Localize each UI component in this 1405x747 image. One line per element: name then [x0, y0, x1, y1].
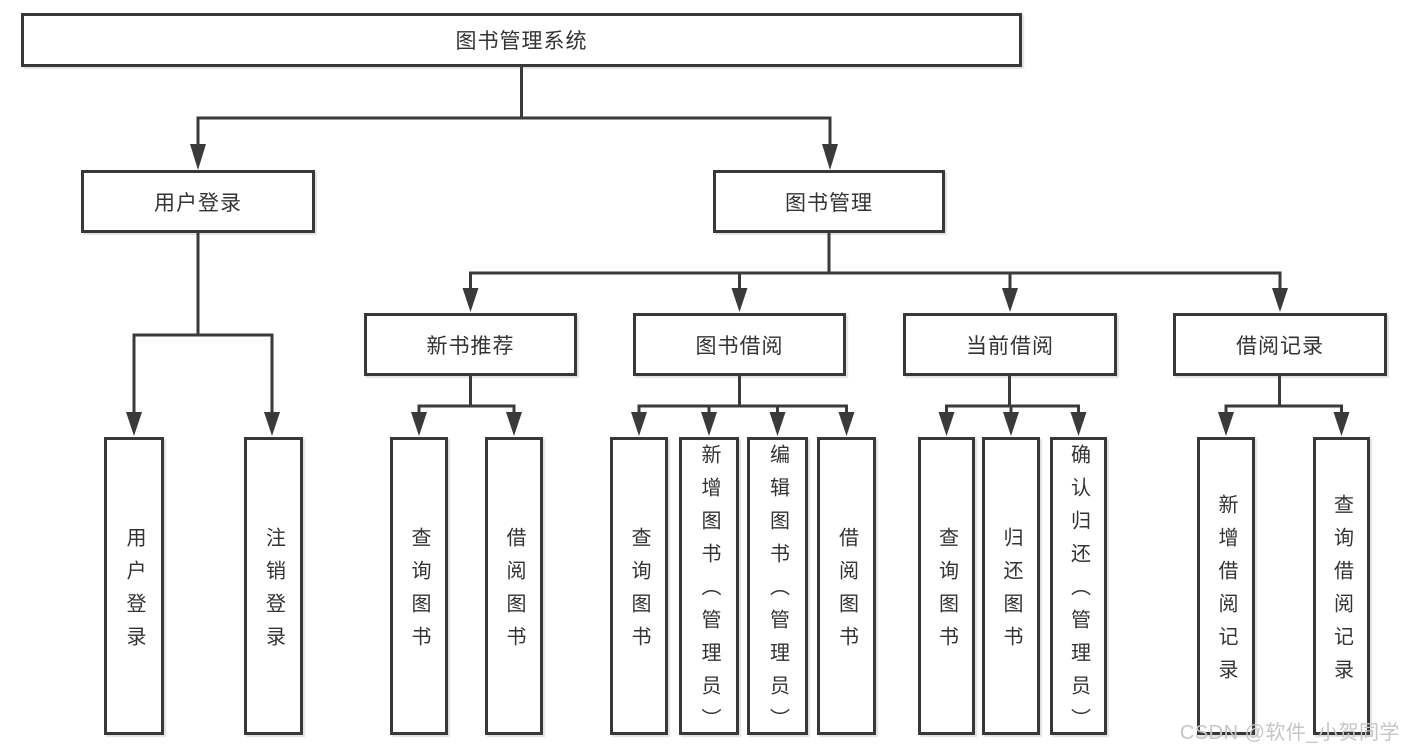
arrowheads	[126, 144, 1350, 436]
node-label: 查询图书	[935, 526, 958, 659]
node-label: 编辑图书（管理员）	[766, 444, 789, 741]
leaf-user-login: 用户登录	[104, 437, 164, 735]
node-label: 当前借阅	[966, 334, 1054, 358]
node-label: 图书借阅	[695, 334, 784, 358]
leaf-query-books-borrow: 查询图书	[610, 437, 668, 735]
node-label: 新增图书（管理员）	[698, 444, 720, 741]
node-label: 注销登录	[262, 526, 285, 659]
node-borrow-records: 借阅记录	[1173, 313, 1387, 376]
leaf-query-books-recommend: 查询图书	[390, 437, 448, 735]
node-label: 用户登录	[154, 191, 242, 215]
node-label: 查询借阅记录	[1330, 493, 1353, 692]
leaf-logout: 注销登录	[244, 437, 303, 735]
leaf-edit-book-admin: 编辑图书（管理员）	[747, 437, 808, 741]
node-label: 查询图书	[628, 526, 650, 659]
node-label: 查询图书	[408, 526, 430, 659]
leaf-query-borrow-record: 查询借阅记录	[1313, 437, 1370, 735]
leaf-add-book-admin: 新增图书（管理员）	[679, 437, 739, 741]
node-label: 归还图书	[1000, 526, 1022, 659]
node-label: 借阅图书	[835, 526, 858, 659]
node-label: 新增借阅记录	[1215, 493, 1237, 692]
node-book-management: 图书管理	[713, 170, 945, 233]
leaf-add-borrow-record: 新增借阅记录	[1197, 437, 1255, 735]
node-label: 借阅图书	[503, 526, 525, 659]
leaf-confirm-return-admin: 确认归还（管理员）	[1050, 437, 1107, 741]
node-label: 图书管理系统	[455, 30, 588, 53]
leaf-borrow-books-recommend: 借阅图书	[485, 437, 543, 735]
node-current-borrow: 当前借阅	[903, 313, 1117, 376]
node-root: 图书管理系统	[21, 13, 1022, 67]
node-user-login: 用户登录	[81, 170, 315, 233]
node-book-borrow: 图书借阅	[633, 313, 846, 376]
csdn-watermark: CSDN @软件_小贺同学	[1179, 722, 1400, 744]
leaf-query-books-current: 查询图书	[918, 437, 975, 735]
node-label: 确认归还（管理员）	[1067, 444, 1090, 741]
node-label: 用户登录	[123, 526, 145, 659]
node-label: 借阅记录	[1236, 334, 1324, 358]
leaf-borrow-books: 借阅图书	[817, 437, 876, 735]
node-new-book-recommend: 新书推荐	[364, 313, 577, 376]
node-label: 新书推荐	[426, 334, 515, 358]
node-label: 图书管理	[785, 191, 873, 215]
leaf-return-book: 归还图书	[982, 437, 1040, 735]
